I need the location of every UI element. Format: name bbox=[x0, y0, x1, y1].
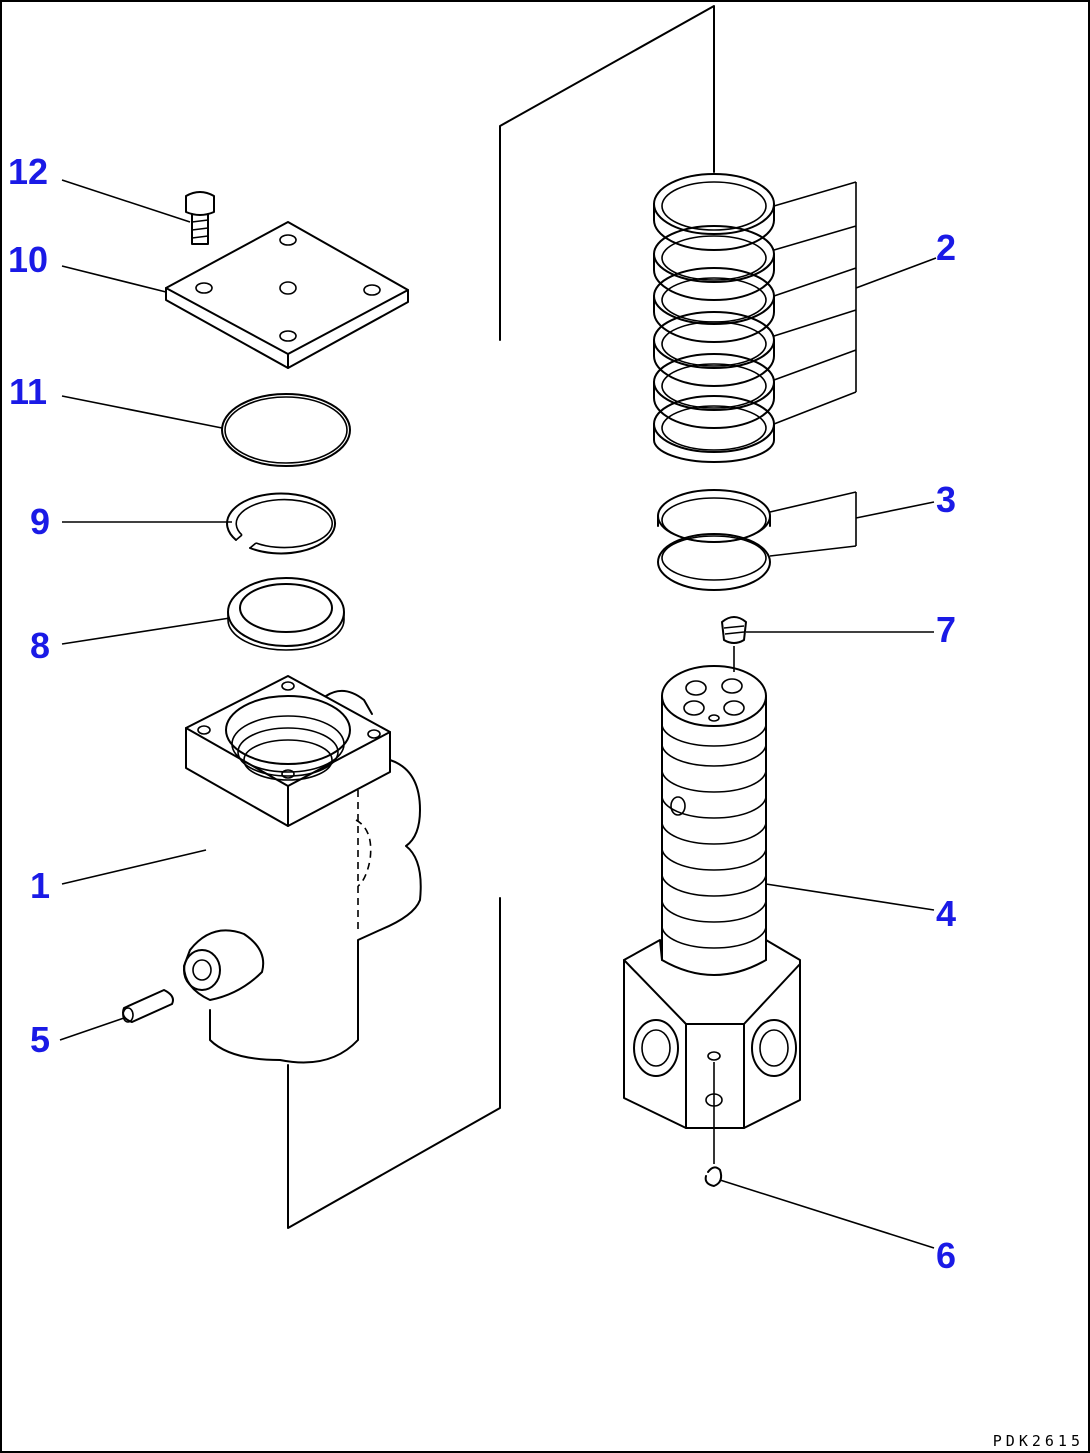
callout-12: 12 bbox=[8, 151, 48, 192]
seal-ring-set-part bbox=[653, 173, 937, 463]
callout-11: 11 bbox=[9, 371, 47, 412]
plug-part bbox=[122, 989, 174, 1023]
callout-1: 1 bbox=[30, 865, 50, 906]
callout-2: 2 bbox=[936, 227, 956, 268]
swivel-body-part bbox=[183, 675, 422, 1064]
callout-6: 6 bbox=[936, 1235, 956, 1276]
callout-3: 3 bbox=[936, 479, 956, 520]
ball-part bbox=[704, 1166, 935, 1249]
seal-pair-part bbox=[657, 489, 935, 591]
callout-5: 5 bbox=[30, 1019, 50, 1060]
assembly-guide-line bbox=[287, 5, 715, 1229]
document-code: PDK2615 bbox=[993, 1432, 1084, 1450]
leader-lines-left bbox=[59, 179, 232, 1041]
callout-8: 8 bbox=[30, 625, 50, 666]
snap-ring-part bbox=[226, 492, 336, 555]
cover-plate-part bbox=[165, 221, 409, 369]
o-ring-part bbox=[221, 393, 351, 467]
rotor-shaft-part bbox=[623, 665, 935, 1164]
callout-7: 7 bbox=[936, 609, 956, 650]
callout-4: 4 bbox=[936, 893, 956, 934]
callout-10: 10 bbox=[8, 239, 48, 280]
bolt-part bbox=[185, 191, 215, 245]
callout-9: 9 bbox=[30, 501, 50, 542]
small-plug-part bbox=[721, 616, 934, 672]
thrust-ring-part bbox=[227, 577, 345, 651]
